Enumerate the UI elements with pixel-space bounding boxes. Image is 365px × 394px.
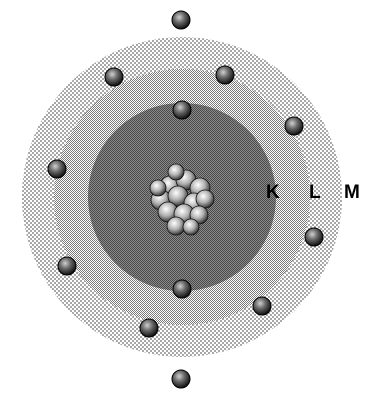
electron-l-3 <box>285 117 303 135</box>
electron-l-5 <box>253 297 271 315</box>
electron-l-6 <box>140 319 158 337</box>
electron-l-2 <box>216 66 234 84</box>
shell-label-l: L <box>309 182 321 203</box>
electron-m-2 <box>172 370 190 388</box>
electron-l-7 <box>58 257 76 275</box>
electron-l-8 <box>48 160 66 178</box>
electron-k-2 <box>173 280 191 298</box>
electron-k-1 <box>173 101 191 119</box>
electron-l-4 <box>305 228 323 246</box>
electron-l-1 <box>105 68 123 86</box>
shell-label-k: K <box>266 182 280 203</box>
shell-label-m: M <box>344 182 360 203</box>
electron-m-1 <box>172 11 190 29</box>
